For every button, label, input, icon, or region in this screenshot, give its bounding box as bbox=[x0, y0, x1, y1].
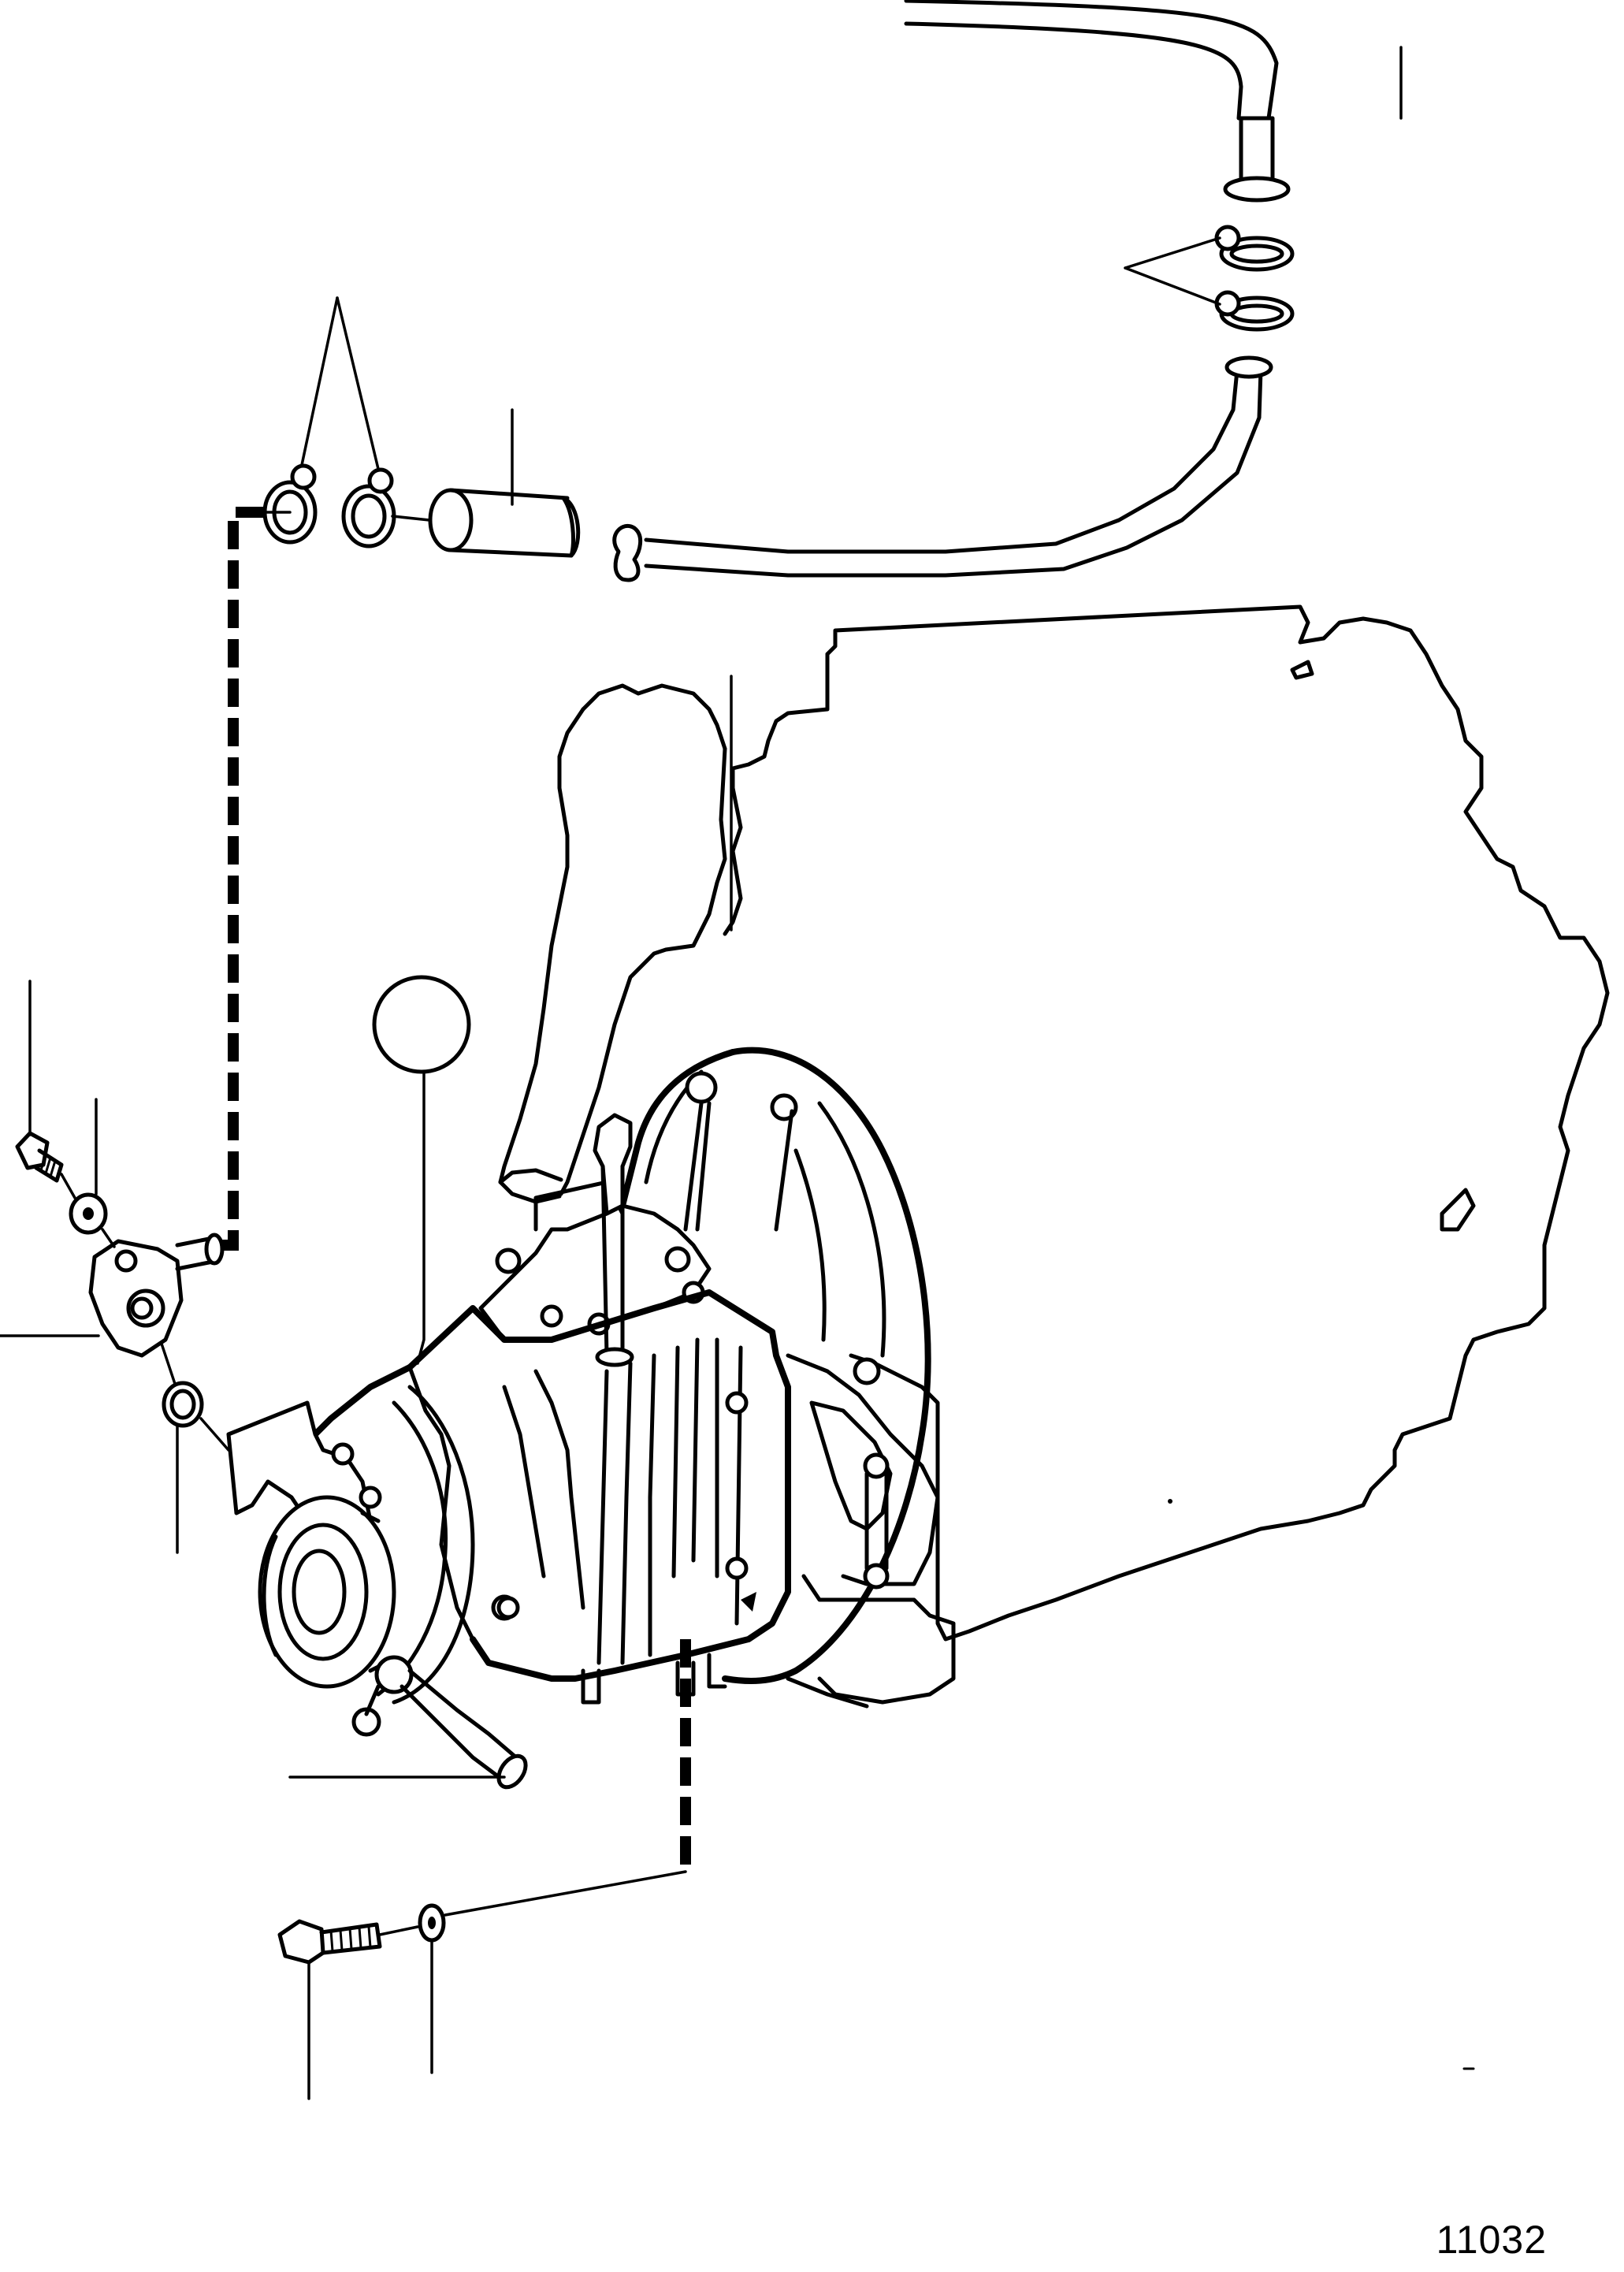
drain-washer bbox=[378, 1870, 687, 2074]
connector-sleeve bbox=[428, 408, 581, 558]
engine-block-outline bbox=[723, 604, 1610, 1642]
hose-clamps-left bbox=[262, 296, 396, 548]
screw-icon bbox=[15, 1131, 64, 1183]
oil-pipe bbox=[399, 1668, 528, 1790]
hose-clamp-icon bbox=[341, 467, 396, 548]
o-ring-icon bbox=[162, 1381, 204, 1428]
drain-screw bbox=[277, 1919, 382, 2100]
o-ring bbox=[160, 1342, 230, 1554]
coolant-hose bbox=[612, 0, 1291, 582]
water-connection-flange bbox=[0, 1233, 225, 1358]
leader-lines bbox=[288, 46, 1403, 1779]
washer-icon bbox=[418, 1903, 446, 1943]
reverse-gear-housing bbox=[226, 1113, 791, 1737]
hose-clamp-icon bbox=[1214, 225, 1295, 272]
hose-clamp-icon bbox=[262, 463, 318, 545]
figure-number: 11032 bbox=[1436, 2218, 1547, 2262]
exhaust-elbow-pipe bbox=[498, 683, 727, 1204]
support-bracket bbox=[786, 1353, 956, 1709]
flywheel-housing bbox=[619, 1047, 931, 1684]
screw-icon bbox=[277, 1919, 382, 1965]
dot-mark bbox=[1168, 1499, 1172, 1504]
flange-screw bbox=[15, 980, 64, 1183]
hose-clamps-upper bbox=[1124, 225, 1295, 332]
hose-clamp-icon bbox=[1214, 290, 1295, 332]
callout-circle bbox=[372, 975, 471, 1074]
gear-leader bbox=[416, 1070, 426, 1365]
flange-washer bbox=[60, 1098, 116, 1248]
washer-icon bbox=[69, 1192, 108, 1235]
